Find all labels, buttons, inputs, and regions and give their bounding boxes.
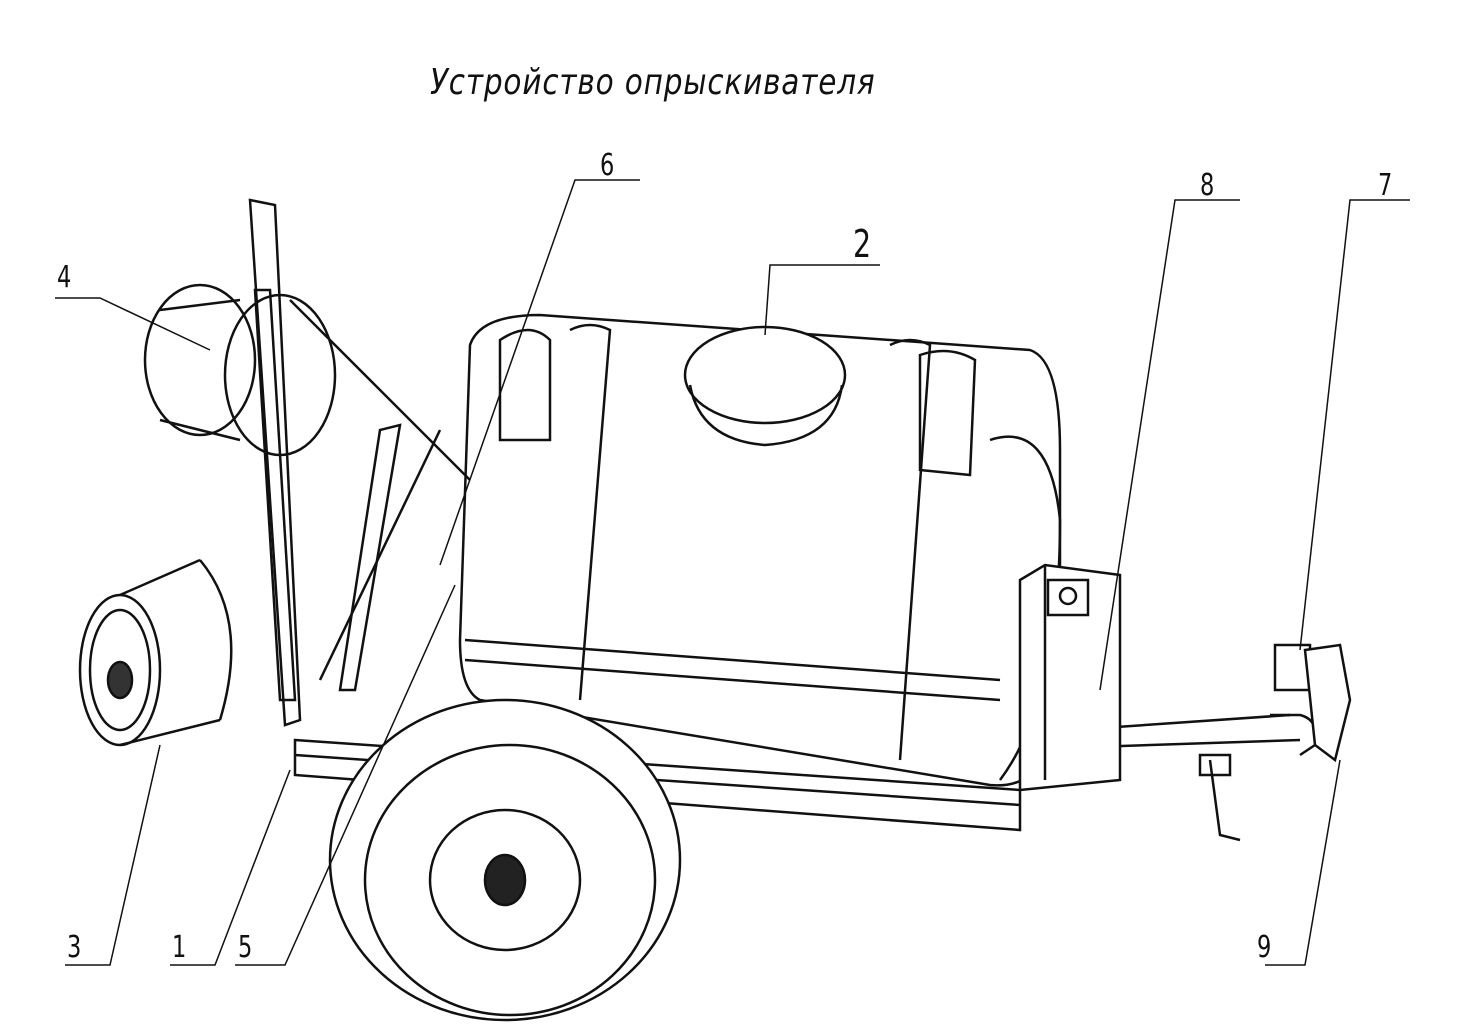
diagram-title: Устройство опрыскивателя [430,62,876,103]
callout-8: 8 [1200,168,1215,203]
tank-lid [683,325,847,425]
leader-lines [55,179,1410,966]
callout-3: 3 [67,930,82,965]
callout-1: 1 [172,930,187,965]
callout-4: 4 [57,260,72,295]
fan-lower [78,558,233,747]
callout-6: 6 [600,148,615,183]
callout-7: 7 [1378,168,1393,203]
wheel [328,698,682,1022]
control-box [1018,563,1122,792]
callout-5: 5 [238,930,253,965]
callout-2: 2 [853,222,872,266]
callout-9: 9 [1257,930,1272,965]
mast [248,198,471,727]
hitch [1198,643,1352,842]
fan-upper [143,283,337,457]
